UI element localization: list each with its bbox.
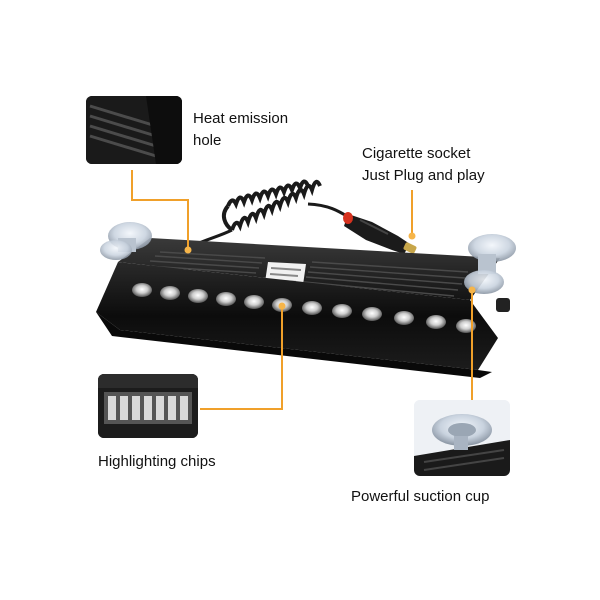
leader-chips [200, 306, 283, 410]
heat-emission-label: Heat emission hole [193, 110, 289, 149]
leader-lines [131, 170, 473, 410]
suction-cup-label: Powerful suction cup [351, 488, 490, 505]
leader-heat [131, 170, 189, 250]
power-cable [191, 179, 417, 254]
led-chips [132, 283, 476, 333]
highlighting-chips-label: Highlighting chips [98, 453, 216, 470]
leader-dots [184, 232, 476, 310]
cigarette-plug [343, 212, 417, 254]
highlighting-chips-thumbnail [98, 374, 198, 438]
heat-emission-thumbnail [86, 96, 182, 164]
suction-cup-thumbnail [414, 400, 510, 476]
light-bar [96, 238, 510, 378]
suction-cup-left [100, 222, 152, 260]
cigarette-socket-label: Cigarette socket Just Plug and play [362, 145, 485, 184]
